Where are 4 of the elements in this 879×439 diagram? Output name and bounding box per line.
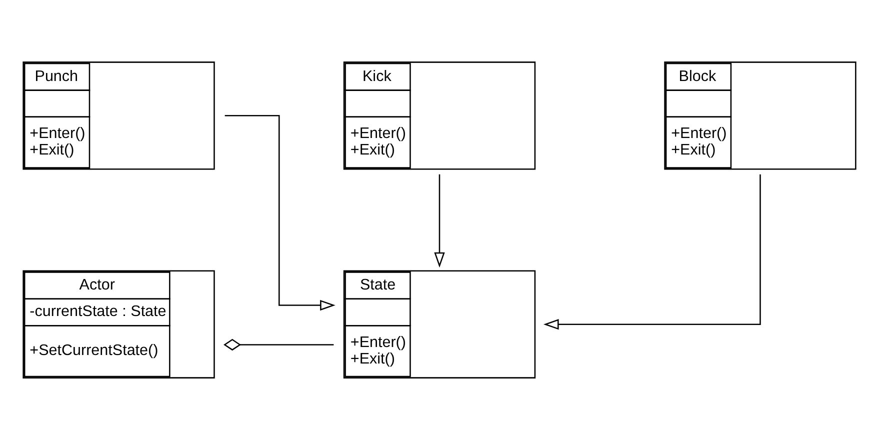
connector xyxy=(224,338,334,350)
arrow xyxy=(543,174,761,330)
arrow xyxy=(224,114,336,310)
arrow xyxy=(434,174,445,268)
